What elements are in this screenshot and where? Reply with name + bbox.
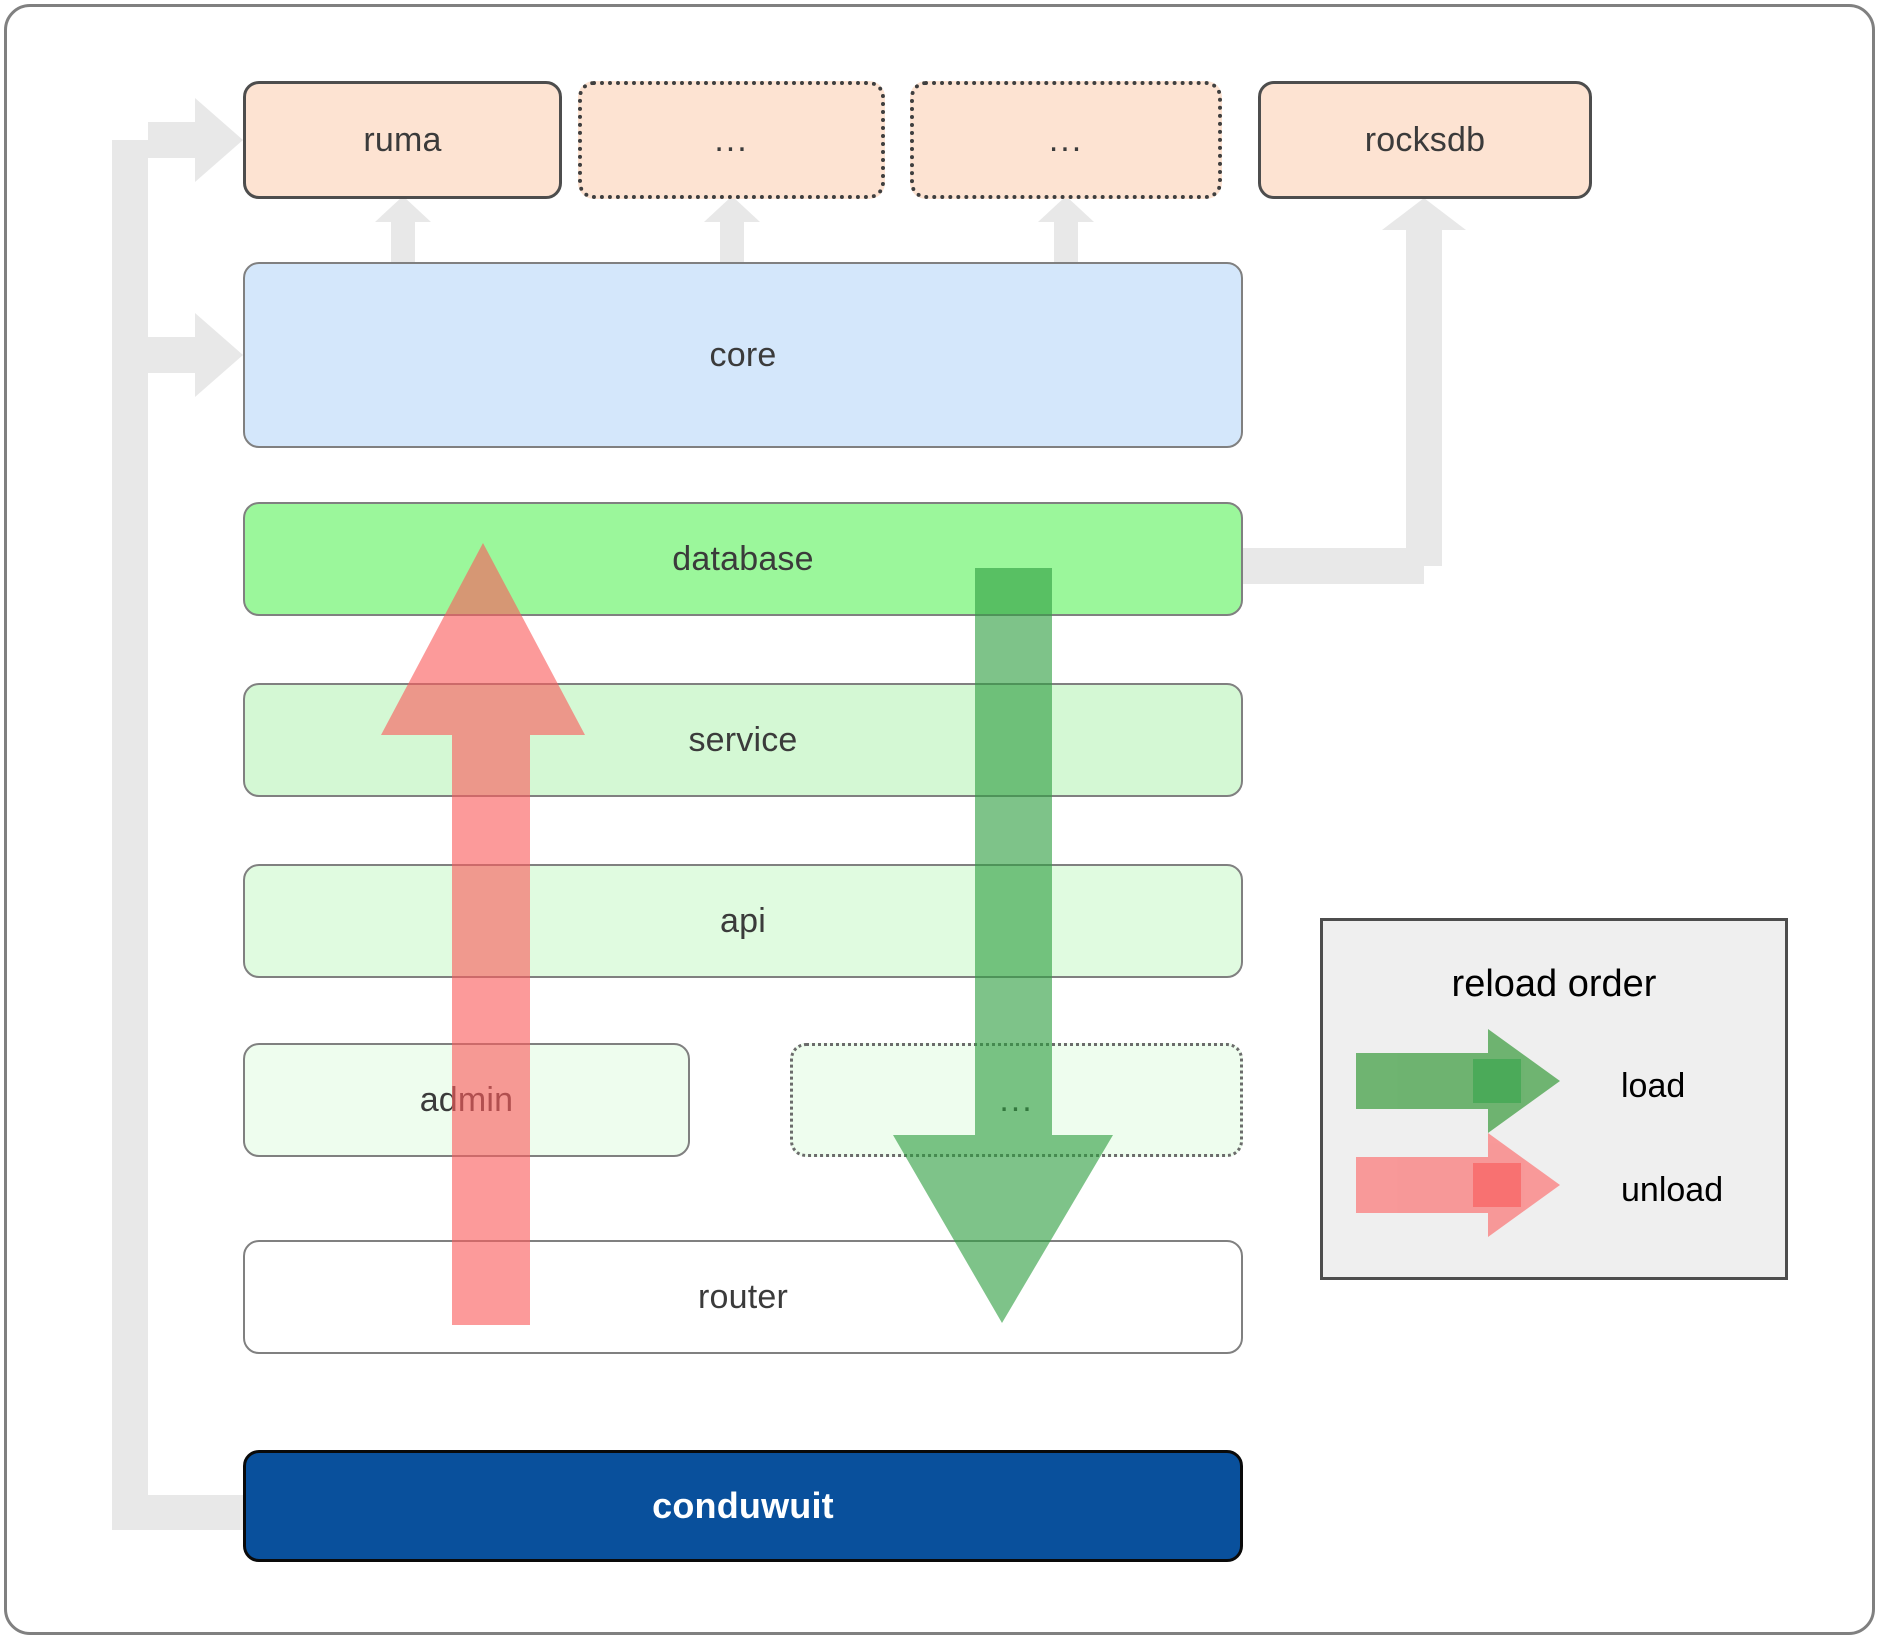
library-node-placeholder-1-label: ... <box>714 120 749 159</box>
layer-node-admin-label: admin <box>419 1080 514 1119</box>
legend-load-arrow-icon <box>1356 1029 1560 1133</box>
library-node-placeholder-1[interactable]: ... <box>578 81 885 199</box>
core-node[interactable]: core <box>243 262 1243 448</box>
library-node-rocksdb[interactable]: rocksdb <box>1258 81 1592 199</box>
layer-node-placeholder[interactable]: ... <box>790 1043 1243 1157</box>
root-node-conduwuit[interactable]: conduwuit <box>243 1450 1243 1562</box>
layer-node-router-label: router <box>697 1277 789 1316</box>
root-node-conduwuit-label: conduwuit <box>652 1485 834 1526</box>
legend-title: reload order <box>1451 963 1657 1005</box>
diagram-frame <box>4 4 1875 1635</box>
legend-panel: reload order load unload <box>1320 918 1788 1280</box>
layer-node-placeholder-label: ... <box>999 1080 1034 1119</box>
layer-node-service-label: service <box>688 720 798 759</box>
legend-label-unload: unload <box>1621 1171 1724 1209</box>
library-node-placeholder-2-label: ... <box>1048 120 1084 159</box>
layer-node-admin[interactable]: admin <box>243 1043 690 1157</box>
layer-node-database[interactable]: database <box>243 502 1243 616</box>
core-node-label: core <box>709 335 777 374</box>
library-node-placeholder-2[interactable]: ... <box>910 81 1222 199</box>
library-node-rocksdb-label: rocksdb <box>1364 120 1486 159</box>
layer-node-api-label: api <box>720 901 766 940</box>
layer-node-service[interactable]: service <box>243 683 1243 797</box>
legend-unload-arrow-icon <box>1356 1133 1560 1237</box>
layer-node-router[interactable]: router <box>243 1240 1243 1354</box>
layer-node-database-label: database <box>672 539 814 578</box>
layer-node-api[interactable]: api <box>243 864 1243 978</box>
library-node-ruma-label: ruma <box>363 120 442 159</box>
legend-arrow-swatches <box>1356 1029 1560 1237</box>
library-node-ruma[interactable]: ruma <box>243 81 562 199</box>
legend-label-load: load <box>1621 1067 1686 1105</box>
